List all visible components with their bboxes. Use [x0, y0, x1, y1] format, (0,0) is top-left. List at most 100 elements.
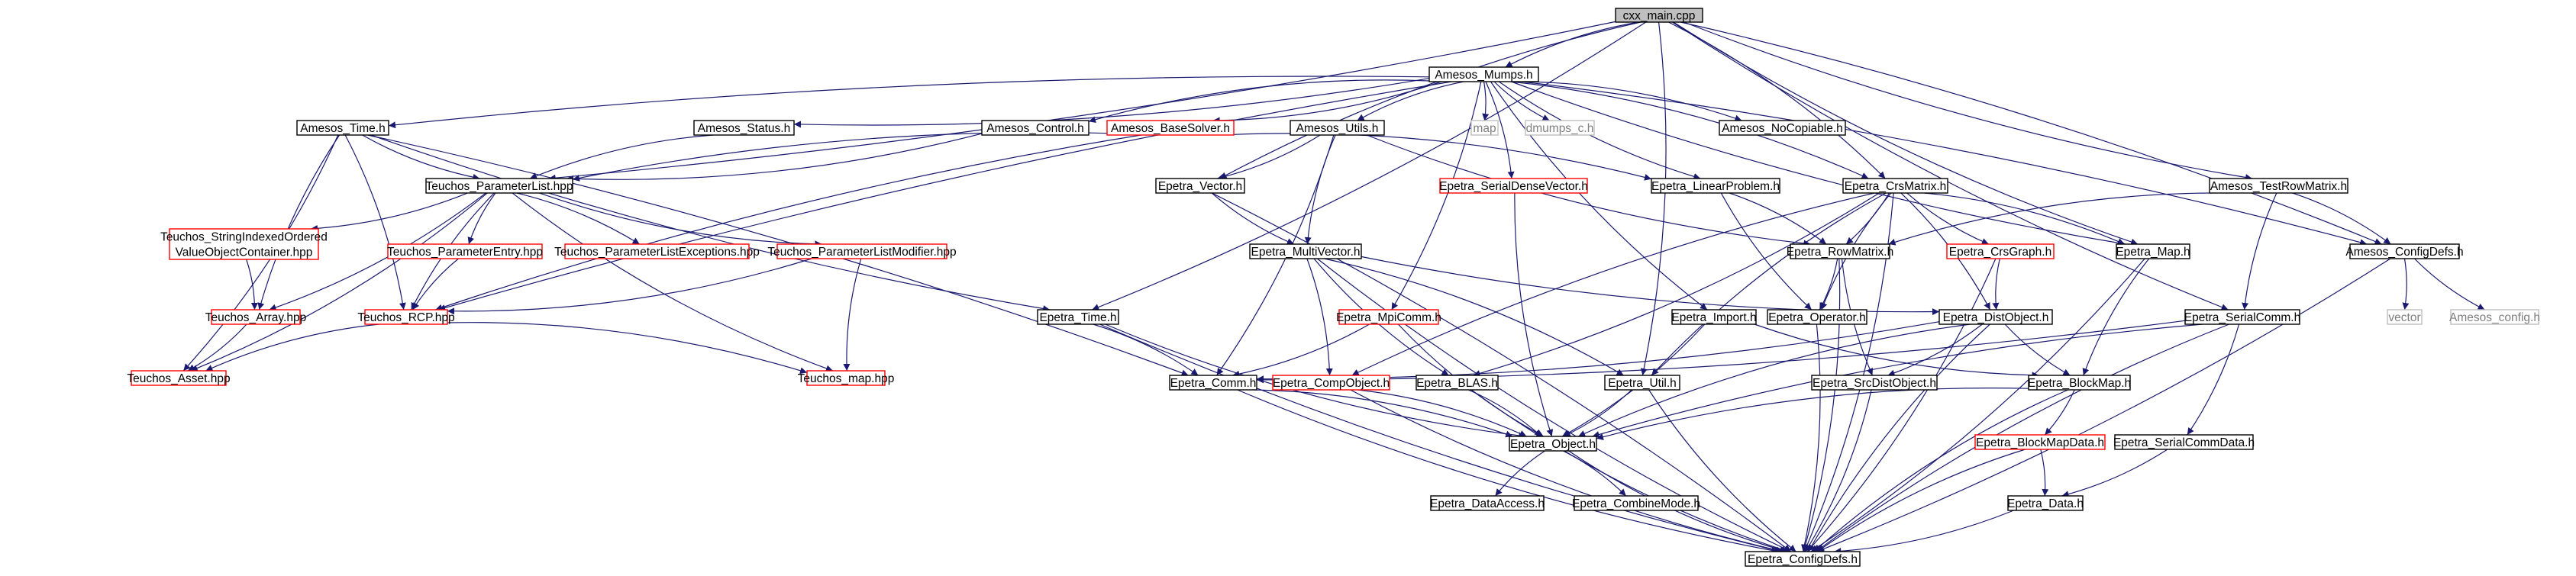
node-box	[1842, 178, 1948, 194]
node-label: Teuchos_Asset.hpp	[127, 372, 230, 385]
node-epetra-serial-comm-data[interactable]: Epetra_SerialCommData.h	[2113, 434, 2255, 450]
node-epetra-blas[interactable]: Epetra_BLAS.h	[1416, 375, 1499, 391]
edge-epetra-import-to-epetra-block-map	[1754, 323, 2039, 379]
node-box	[364, 309, 448, 325]
node-box	[1338, 309, 1439, 325]
edge-amesos-mumps-to-amesos-control	[1088, 79, 1430, 124]
node-epetra-map[interactable]: Epetra_Map.h	[2116, 243, 2190, 259]
edge-epetra-comm-to-epetra-object	[1253, 389, 1513, 438]
edge-epetra-crs-matrix-to-epetra-crs-graph	[1906, 192, 1990, 245]
node-epetra-linear-problem[interactable]: Epetra_LinearProblem.h	[1651, 178, 1780, 194]
node-box	[1974, 434, 2106, 450]
edge-amesos-config-defs-to-epetra-config-defs	[1816, 258, 2391, 552]
node-label: Teuchos_ParameterListModifier.hpp	[767, 246, 956, 259]
node-label: Epetra_SerialComm.h	[2184, 311, 2300, 324]
node-amesos-base-solver[interactable]: Amesos_BaseSolver.h	[1106, 120, 1235, 136]
edge-epetra-time-to-epetra-config-defs	[1099, 323, 1781, 554]
node-teuchos-array[interactable]: Teuchos_Array.hpp	[205, 309, 306, 325]
edge-amesos-utils-to-epetra-vector	[1217, 134, 1321, 181]
node-box	[2028, 375, 2131, 391]
node-epetra-vector[interactable]: Epetra_Vector.h	[1155, 178, 1245, 194]
edge-amesos-mumps-to-amesos-utils	[1357, 81, 1464, 121]
node-epetra-multi-vector[interactable]: Epetra_MultiVector.h	[1249, 243, 1362, 259]
edge-epetra-multi-vector-to-epetra-dist-object	[1361, 256, 1940, 316]
node-amesos-no-copiable[interactable]: Amesos_NoCopiable.h	[1719, 120, 1846, 136]
node-label: Amesos_Time.h	[300, 122, 385, 135]
node-epetra-object[interactable]: Epetra_Object.h	[1509, 436, 1597, 452]
node-label: Epetra_DataAccess.h	[1430, 497, 1545, 510]
node-box	[1790, 243, 1890, 259]
edge-amesos-mumps-to-epetra-import	[1490, 81, 1708, 311]
node-epetra-row-matrix[interactable]: Epetra_RowMatrix.h	[1787, 243, 1893, 259]
node-label: Amesos_ConfigDefs.h	[2345, 246, 2463, 259]
node-label: Amesos_NoCopiable.h	[1722, 122, 1843, 135]
node-epetra-comm[interactable]: Epetra_Comm.h	[1169, 375, 1257, 391]
node-epetra-util[interactable]: Epetra_Util.h	[1604, 375, 1680, 391]
node-label: Epetra_Object.h	[1510, 438, 1596, 451]
node-box	[1290, 120, 1385, 136]
edge-epetra-src-dist-object-to-epetra-config-defs	[1805, 389, 1872, 552]
node-teuchos-parameter-list-modifier[interactable]: Teuchos_ParameterListModifier.hpp	[767, 243, 957, 259]
node-amesos-control[interactable]: Amesos_Control.h	[981, 120, 1089, 136]
node-label: Epetra_Import.h	[1671, 311, 1756, 324]
node-amesos-mumps[interactable]: Amesos_Mumps.h	[1428, 66, 1539, 82]
node-epetra-dist-object[interactable]: Epetra_DistObject.h	[1938, 309, 2053, 325]
node-epetra-config-defs[interactable]: Epetra_ConfigDefs.h	[1745, 551, 1861, 567]
node-box	[1470, 120, 1499, 136]
node-label: cxx_main.cpp	[1623, 10, 1696, 23]
node-amesos-status[interactable]: Amesos_Status.h	[693, 120, 795, 136]
node-epetra-mpi-comm[interactable]: Epetra_MpiComm.h	[1336, 309, 1441, 325]
edge-epetra-dist-object-to-epetra-config-defs	[1808, 323, 1990, 552]
edge-cxx-main-to-amesos-mumps	[1505, 21, 1639, 68]
edge-amesos-test-row-matrix-to-epetra-serial-comm	[2242, 192, 2277, 311]
node-epetra-time[interactable]: Epetra_Time.h	[1037, 309, 1119, 325]
node-epetra-block-map[interactable]: Epetra_BlockMap.h	[2028, 375, 2131, 391]
edge-amesos-mumps-to-amesos-no-copiable	[1524, 81, 1742, 122]
node-amesos-config-defs[interactable]: Amesos_ConfigDefs.h	[2345, 243, 2464, 259]
node-teuchos-parameter-list-exceptions[interactable]: Teuchos_ParameterListExceptions.hpp	[554, 243, 760, 259]
node-epetra-serial-dense-vector[interactable]: Epetra_SerialDenseVector.h	[1439, 178, 1588, 194]
node-label: Epetra_ConfigDefs.h	[1748, 553, 1858, 566]
node-epetra-serial-comm[interactable]: Epetra_SerialComm.h	[2184, 309, 2300, 325]
node-epetra-operator[interactable]: Epetra_Operator.h	[1767, 309, 1867, 325]
node-epetra-crs-graph[interactable]: Epetra_CrsGraph.h	[1946, 243, 2055, 259]
node-label: Amesos_config.h	[2449, 311, 2540, 324]
edge-amesos-mumps-to-amesos-time	[388, 76, 1430, 129]
node-teuchos-rcp[interactable]: Teuchos_RCP.hpp	[357, 309, 455, 325]
node-box	[2349, 243, 2460, 259]
node-teuchos-asset[interactable]: Teuchos_Asset.hpp	[127, 370, 231, 386]
node-amesos-utils[interactable]: Amesos_Utils.h	[1290, 120, 1385, 136]
node-amesos-test-row-matrix[interactable]: Amesos_TestRowMatrix.h	[2209, 178, 2348, 194]
node-box	[1155, 178, 1245, 194]
edge-teuchos-array-to-teuchos-asset	[187, 323, 247, 372]
edge-amesos-config-defs-to-amesos-config	[2414, 258, 2485, 311]
node-teuchos-map[interactable]: Teuchos_map.hpp	[798, 370, 895, 386]
edge-epetra-util-to-epetra-object	[1563, 389, 1632, 437]
node-cxx-main[interactable]: cxx_main.cpp	[1615, 8, 1703, 23]
node-epetra-combine-mode[interactable]: Epetra_CombineMode.h	[1572, 495, 1700, 511]
node-epetra-crs-matrix[interactable]: Epetra_CrsMatrix.h	[1842, 178, 1948, 194]
node-label: Amesos_Mumps.h	[1435, 69, 1532, 82]
node-teuchos-parameter-list[interactable]: Teuchos_ParameterList.hpp	[425, 178, 573, 194]
node-epetra-data[interactable]: Epetra_Data.h	[2007, 495, 2084, 511]
node-label: Epetra_CombineMode.h	[1572, 497, 1700, 510]
node-box	[1767, 309, 1867, 325]
node-label: Epetra_Time.h	[1039, 311, 1116, 324]
node-epetra-import[interactable]: Epetra_Import.h	[1671, 309, 1757, 325]
node-epetra-block-map-data[interactable]: Epetra_BlockMapData.h	[1974, 434, 2106, 450]
node-box	[211, 309, 301, 325]
edge-amesos-time-to-teuchos-rcp	[344, 134, 406, 311]
node-epetra-data-access[interactable]: Epetra_DataAccess.h	[1430, 495, 1545, 511]
node-box	[1938, 309, 2053, 325]
node-label: Epetra_Operator.h	[1768, 311, 1866, 324]
node-epetra-src-dist-object[interactable]: Epetra_SrcDistObject.h	[1811, 375, 1938, 391]
edge-amesos-utils-to-epetra-row-matrix	[1366, 134, 1811, 247]
edge-cxx-main-to-epetra-util	[1640, 21, 1667, 376]
edge-teuchos-parameter-list-to-teuchos-parameter-entry	[467, 192, 496, 245]
node-teuchos-siovoc[interactable]: Teuchos_StringIndexedOrderedValueObjectC…	[160, 228, 328, 260]
edge-amesos-base-solver-to-teuchos-parameter-list	[572, 131, 1108, 182]
node-amesos-time[interactable]: Amesos_Time.h	[296, 120, 389, 136]
node-label: Amesos_BaseSolver.h	[1111, 122, 1230, 135]
node-teuchos-parameter-entry[interactable]: Teuchos_ParameterEntry.hpp	[387, 243, 543, 259]
node-epetra-comp-object[interactable]: Epetra_CompObject.h	[1272, 375, 1390, 391]
